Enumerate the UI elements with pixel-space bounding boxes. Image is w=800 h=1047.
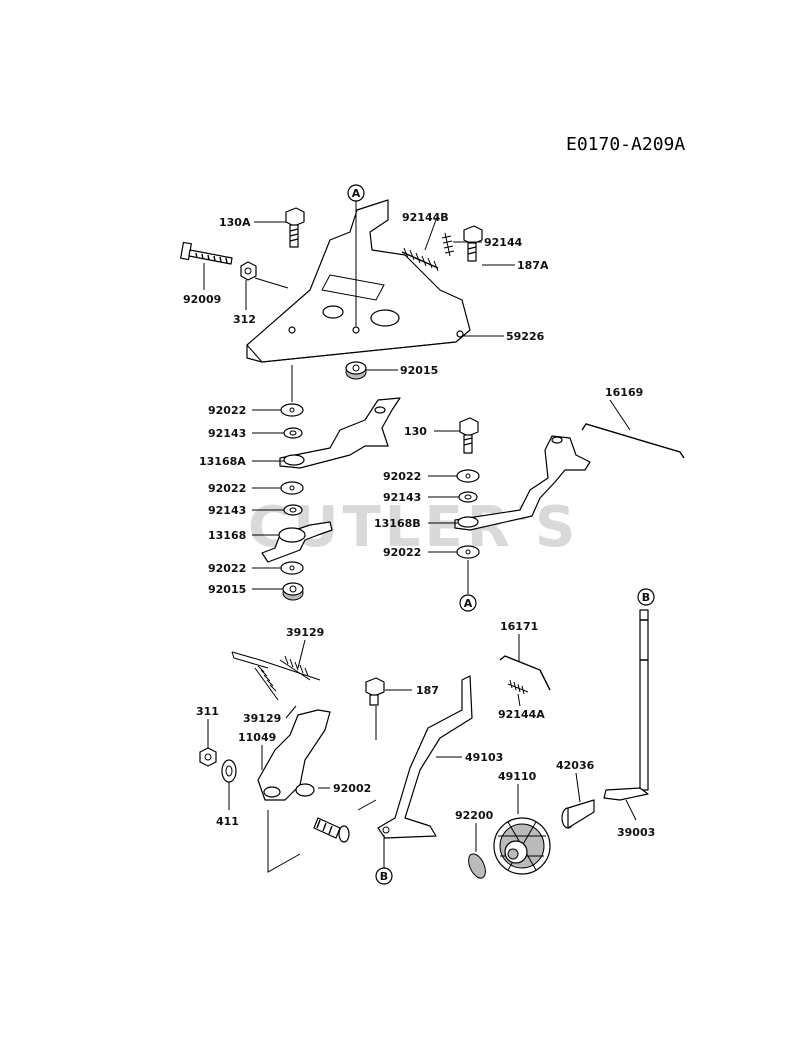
label-92144: 92144 (484, 236, 523, 249)
washer-92143-a (283, 427, 303, 439)
label-92009: 92009 (183, 293, 221, 306)
washer-92022-c (280, 561, 304, 575)
nut-92015-top (345, 361, 367, 380)
pin-42036 (561, 799, 595, 829)
ref-b-top-text: B (642, 591, 650, 604)
label-311: 311 (196, 705, 219, 718)
control-bracket (246, 199, 471, 363)
label-92144A: 92144A (498, 708, 545, 721)
bolt-92009 (180, 241, 233, 265)
label-92002: 92002 (333, 782, 371, 795)
label-11049: 11049 (238, 731, 276, 744)
spring-39129-top (279, 655, 311, 681)
label-13168A: 13168A (199, 455, 246, 468)
washer-92022-r2 (456, 545, 480, 559)
label-39003: 39003 (617, 826, 655, 839)
shaft-39003 (603, 609, 649, 801)
spring-92144 (441, 232, 455, 257)
label-92200: 92200 (455, 809, 494, 822)
label-92022-r1: 92022 (383, 470, 421, 483)
washer-92200 (468, 853, 486, 879)
ref-circle-b-top: B (637, 588, 655, 606)
ref-circle-a-bottom: A (459, 594, 477, 612)
spring-92144A (507, 679, 529, 695)
nut-92015-bottom (282, 582, 304, 601)
rod-16171 (499, 655, 551, 691)
label-13168B: 13168B (374, 517, 421, 530)
label-411: 411 (216, 815, 239, 828)
lever-49103 (377, 675, 473, 839)
ref-circle-a-top: A (347, 184, 365, 202)
diagram-code: E0170-A209A (566, 134, 685, 155)
washer-92022-b (280, 481, 304, 495)
label-39129-mid: 39129 (243, 712, 281, 725)
ref-a-top-text: A (352, 187, 361, 200)
label-92143-b: 92143 (208, 504, 246, 517)
bolt-130A (285, 207, 305, 248)
arm-11049 (257, 709, 331, 801)
label-49110: 49110 (498, 770, 537, 783)
label-16171: 16171 (500, 620, 538, 633)
spring-92144B (401, 247, 439, 272)
label-13168: 13168 (208, 529, 246, 542)
label-16169: 16169 (605, 386, 643, 399)
gear-49110 (493, 817, 551, 875)
washer-411 (221, 759, 237, 783)
ref-a-bottom-text: A (464, 597, 473, 610)
ref-circle-b-bottom: B (375, 867, 393, 885)
rod-16169 (581, 423, 685, 459)
label-130A: 130A (219, 216, 251, 229)
spring-39129-mid (254, 665, 279, 701)
washer-92022-a (280, 403, 304, 417)
bolt-92002 (313, 817, 350, 843)
label-312: 312 (233, 313, 256, 326)
label-92015-bottom: 92015 (208, 583, 246, 596)
label-49103: 49103 (465, 751, 503, 764)
label-92143-a: 92143 (208, 427, 246, 440)
washer-92022-r1 (456, 469, 480, 483)
label-92144B: 92144B (402, 211, 449, 224)
label-92022-c: 92022 (208, 562, 246, 575)
bolt-130 (459, 417, 479, 454)
leader-lines (203, 216, 637, 852)
washer-92143-b (283, 504, 303, 516)
label-92015-top: 92015 (400, 364, 438, 377)
label-42036: 42036 (556, 759, 595, 772)
nut-311 (199, 747, 217, 767)
label-92022-r2: 92022 (383, 546, 421, 559)
label-187A: 187A (517, 259, 549, 272)
bolt-187A (463, 225, 483, 262)
ref-b-bottom-text: B (380, 870, 388, 883)
washer-92143-r (458, 491, 478, 503)
label-92022-b: 92022 (208, 482, 246, 495)
lever-13168A (279, 397, 401, 469)
label-187: 187 (416, 684, 439, 697)
nut-312 (240, 261, 257, 281)
label-92143-r: 92143 (383, 491, 421, 504)
bolt-187 (365, 677, 385, 706)
label-130: 130 (404, 425, 427, 438)
label-39129-top: 39129 (286, 626, 324, 639)
lever-13168B (454, 435, 591, 531)
label-92022-a: 92022 (208, 404, 246, 417)
label-59226: 59226 (506, 330, 545, 343)
